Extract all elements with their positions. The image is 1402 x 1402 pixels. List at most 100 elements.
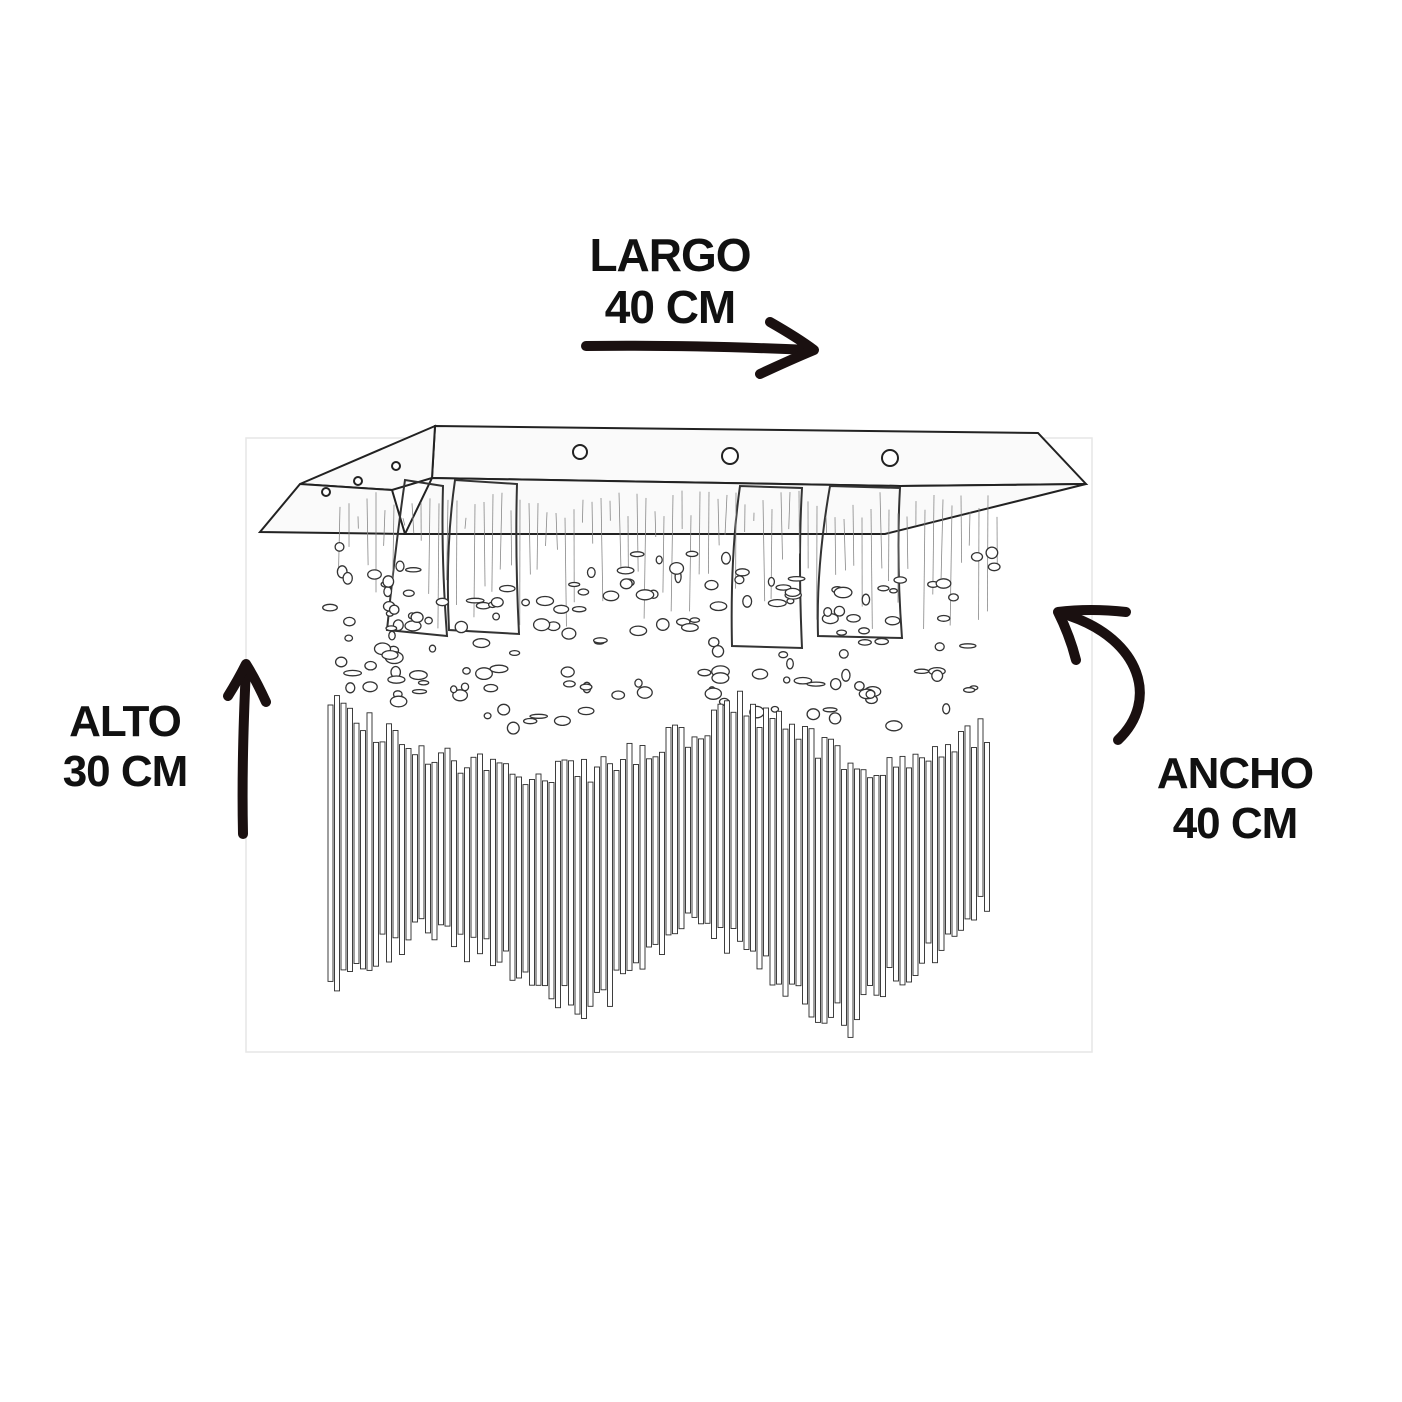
crystal-bead [529,713,549,719]
crystal-bead [362,681,378,693]
glass-rod [529,779,535,986]
glass-rod [652,756,659,945]
crystal-bead [592,637,608,644]
crystal-bead [861,593,871,606]
glass-rod [509,773,516,981]
crystal-bead [787,575,806,582]
crystal-bead [931,669,944,682]
strand [446,499,449,581]
crystal-bead [454,620,469,634]
crystal-bead [767,576,776,587]
strand [879,492,883,569]
glass-rods [327,690,990,1038]
crystal-bead [472,638,491,649]
crystal-bead [364,660,377,671]
crystal-bead [970,551,984,562]
glass-rod [633,764,639,964]
glass-rod [470,756,477,938]
crystal-bead [778,651,789,659]
crystal-bead [877,585,890,592]
glass-rod [594,766,600,993]
crystal-bead [704,579,719,591]
strand [932,495,935,595]
crystal-bead [846,613,861,623]
crystal-bead [508,649,521,657]
glass-rod [958,731,964,931]
largo-label: LARGO [589,229,751,281]
crystal-bead [884,615,901,626]
crystal-bead [934,642,945,652]
hanging-strands [338,490,998,629]
crystal-bead [498,584,516,593]
crystal-bead [322,603,338,612]
glass-rod [704,735,711,924]
alto-value: 30 CM [62,747,189,796]
crystal-bead [709,601,728,612]
crystal-bead [634,678,643,688]
glass-rod [776,710,782,985]
crystal-bead [387,675,406,684]
crystal-bead [428,644,437,653]
strand [618,492,622,569]
crystal-bead [697,668,712,677]
strand [591,501,594,544]
crystal-bead [334,656,348,668]
crystal-bead [616,566,635,575]
glass-rod [938,756,945,951]
crystal-bead [711,672,730,684]
glass-rod [724,700,730,954]
glass-rod [964,725,971,920]
glass-rod [327,704,334,982]
strand [906,516,909,569]
crystal-bead [889,588,898,594]
glass-rod [347,707,353,972]
glass-rod [886,757,893,968]
glass-rod [542,780,548,987]
strand [491,494,494,592]
strand [483,502,486,587]
glass-rod [418,745,425,920]
strand [636,493,639,572]
crystal-bead [689,617,701,623]
crystal-bead [685,550,699,558]
glass-rod [685,746,691,914]
glass-rod [919,757,925,964]
glass-rod [373,741,379,967]
strand [428,498,431,594]
crystal-bead [343,616,356,627]
crystal-bead [553,604,570,614]
glass-rod [483,770,490,940]
crystal-bead [532,618,551,632]
glass-rod [405,748,412,941]
crystal-bead [962,687,976,693]
crystal-bead [782,676,791,684]
glass-rod [756,727,763,970]
glass-rod [808,728,815,1018]
crystal-bead [560,666,575,678]
glass-rod [451,760,457,948]
strand [600,497,604,602]
crystal-bead [344,634,354,642]
crystal-bead [571,605,587,613]
strand [968,512,971,546]
crystal-bead [858,627,870,635]
strand [338,506,341,574]
crystal-bead [410,611,424,623]
glass-rod [730,711,737,929]
crystal-bead [793,676,813,685]
crystal-bead [829,677,842,691]
strand [852,504,855,566]
crystal-bead [411,688,428,695]
crystal-bead [577,706,595,716]
strand [654,511,657,538]
glass-rod [561,759,568,987]
crystal-bead [367,569,382,580]
strand [780,492,783,560]
glass-rod [386,723,392,963]
glass-rod [340,702,347,971]
glass-rod [802,726,808,1005]
glass-rod [522,784,529,973]
glass-rod [392,730,399,939]
glass-rod [828,738,834,1018]
